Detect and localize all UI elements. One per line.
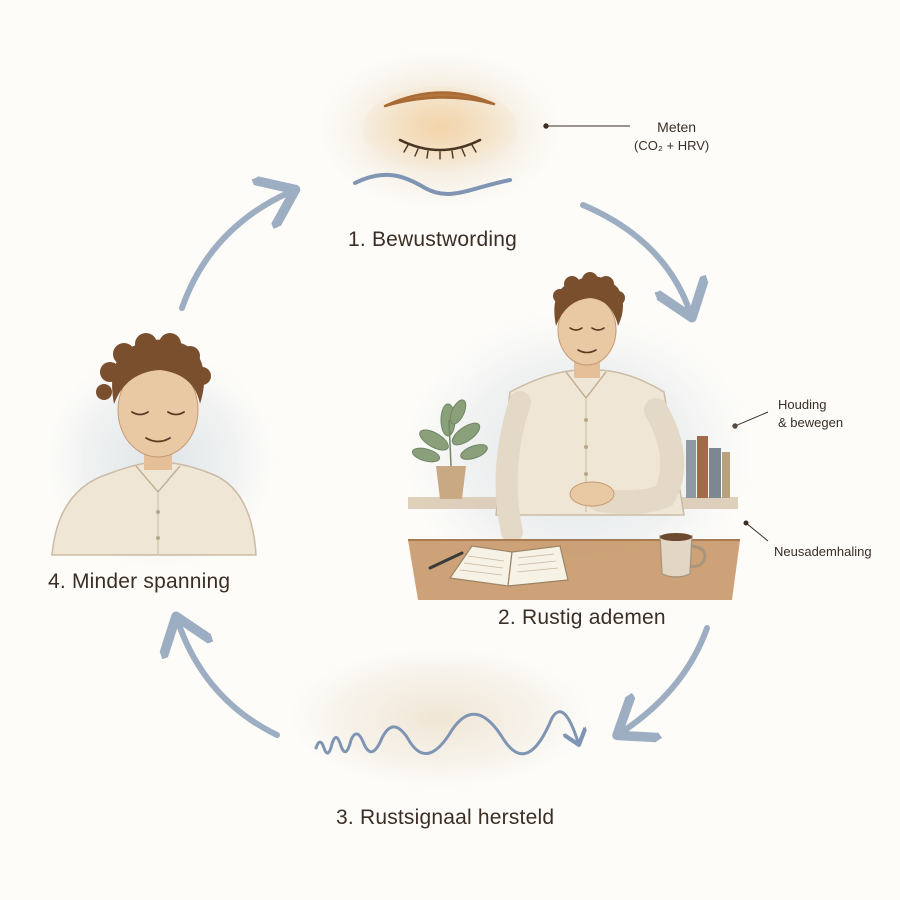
calming-wave [314,710,578,756]
breath-wave-1 [353,172,512,196]
potted-plant [411,399,488,499]
man-2-hand [569,481,615,507]
arrow-4-to-1 [179,192,290,311]
annotation-houding: Houding & bewegen [778,396,843,431]
pen [428,551,464,570]
eyebrow [383,91,496,108]
coffee-mug [659,533,707,578]
annotation-dot-neus [743,520,749,526]
step-3-wave-illustration [285,646,595,790]
open-book [448,545,569,587]
step-1-label: 1. Bewustwording [348,228,517,251]
step-4-label: 4. Minder spanning [48,570,231,593]
arrow-2-to-3 [622,625,710,732]
closed-eyelid [398,138,482,152]
annotation-meten-detail: (CO₂ + HRV) [634,137,710,153]
books [686,436,730,498]
arrow-1-to-2 [580,202,690,312]
annotation-neus: Neusademhaling [774,544,872,559]
step-1-eye-illustration [315,48,565,212]
step-2-label: 2. Rustig ademen [498,606,666,629]
annotation-houding-line1: Houding [778,397,827,412]
step-4-man-illustration [42,333,278,572]
step-3-label: 3. Rustsignaal hersteld [336,806,555,829]
annotation-meten-title: Meten [657,119,697,135]
step-2-desk-illustration [400,272,756,603]
cycle-arrows [178,192,707,735]
man-2-arm [588,398,685,515]
annotation-dot-meten [543,123,549,129]
arrow-3-to-4 [178,622,280,738]
annotation-meten: Meten (CO₂ + HRV) [634,118,709,154]
annotation-houding-line2: & bewegen [778,414,844,430]
eyelashes [403,144,477,160]
